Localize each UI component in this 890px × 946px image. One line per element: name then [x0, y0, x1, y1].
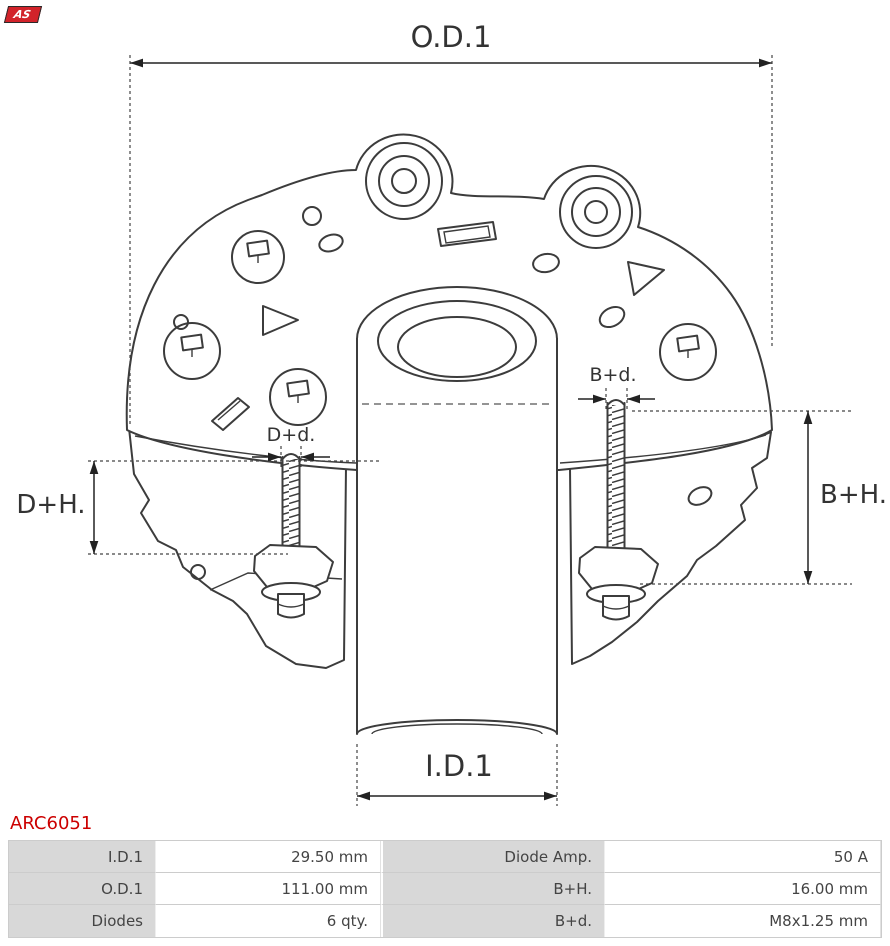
- terminal-slot: [437, 221, 497, 247]
- ring-terminal-1: [365, 142, 443, 220]
- part-number: ARC6051: [10, 813, 93, 834]
- diode-2: [163, 322, 221, 380]
- spec-value-diodes: 6 qty.: [156, 905, 381, 937]
- spec-label-diode-amp: Diode Amp.: [381, 841, 605, 873]
- stud-threads: [608, 405, 624, 550]
- bd-dimension: B+d.: [578, 364, 655, 412]
- spec-label-diodes: Diodes: [9, 905, 156, 937]
- spec-value-diode-amp: 50 A: [605, 841, 881, 873]
- spec-label-id1: I.D.1: [9, 841, 156, 873]
- bent-tab-marks: [262, 261, 665, 336]
- spec-value-bd: M8x1.25 mm: [605, 905, 881, 937]
- diode-4: [659, 323, 717, 381]
- skirt-hole: [190, 564, 206, 580]
- left-mounting-stud: [253, 450, 334, 619]
- rectifier-technical-drawing: O.D.1 D+H. D+d. B+d. B+H. I.D.1: [16, 20, 887, 806]
- stud-boss: [578, 546, 659, 592]
- as-logo-mark: AS: [3, 6, 43, 23]
- bd-label: B+d.: [589, 364, 636, 386]
- stud-nut: [602, 595, 630, 621]
- spec-value-id1: 29.50 mm: [156, 841, 381, 873]
- id1-label: I.D.1: [425, 749, 493, 783]
- spec-label-bh: B+H.: [381, 873, 605, 905]
- ring-terminal-2: [559, 175, 633, 249]
- brand-logo: AS: [3, 3, 43, 23]
- dd-dimension: D+d.: [252, 424, 330, 470]
- diode-1: [231, 230, 285, 284]
- id1-dimension: I.D.1: [356, 744, 558, 806]
- od1-label: O.D.1: [411, 20, 492, 54]
- skirt-slot: [687, 486, 713, 506]
- center-bore-tube: [356, 286, 558, 735]
- spec-value-od1: 111.00 mm: [156, 873, 381, 905]
- spec-label-od1: O.D.1: [9, 873, 156, 905]
- plate-holes: [173, 206, 626, 330]
- stud-boss: [253, 544, 334, 590]
- dh-dimension: D+H.: [16, 460, 380, 555]
- bh-label: B+H.: [820, 480, 887, 510]
- od1-dimension: O.D.1: [129, 20, 773, 427]
- diode-3: [269, 368, 327, 426]
- spec-label-bd: B+d.: [381, 905, 605, 937]
- dh-label: D+H.: [16, 490, 85, 520]
- spec-value-bh: 16.00 mm: [605, 873, 881, 905]
- stud-nut: [277, 593, 305, 619]
- spec-table: I.D.1 29.50 mm Diode Amp. 50 A O.D.1 111…: [8, 840, 882, 938]
- right-mounting-stud: [578, 396, 659, 621]
- plate-slot-lower-left: [211, 397, 250, 431]
- as-logo-text: AS: [12, 8, 33, 21]
- dd-label: D+d.: [267, 424, 316, 446]
- bh-dimension: B+H.: [632, 410, 887, 585]
- stud-threads: [283, 459, 299, 549]
